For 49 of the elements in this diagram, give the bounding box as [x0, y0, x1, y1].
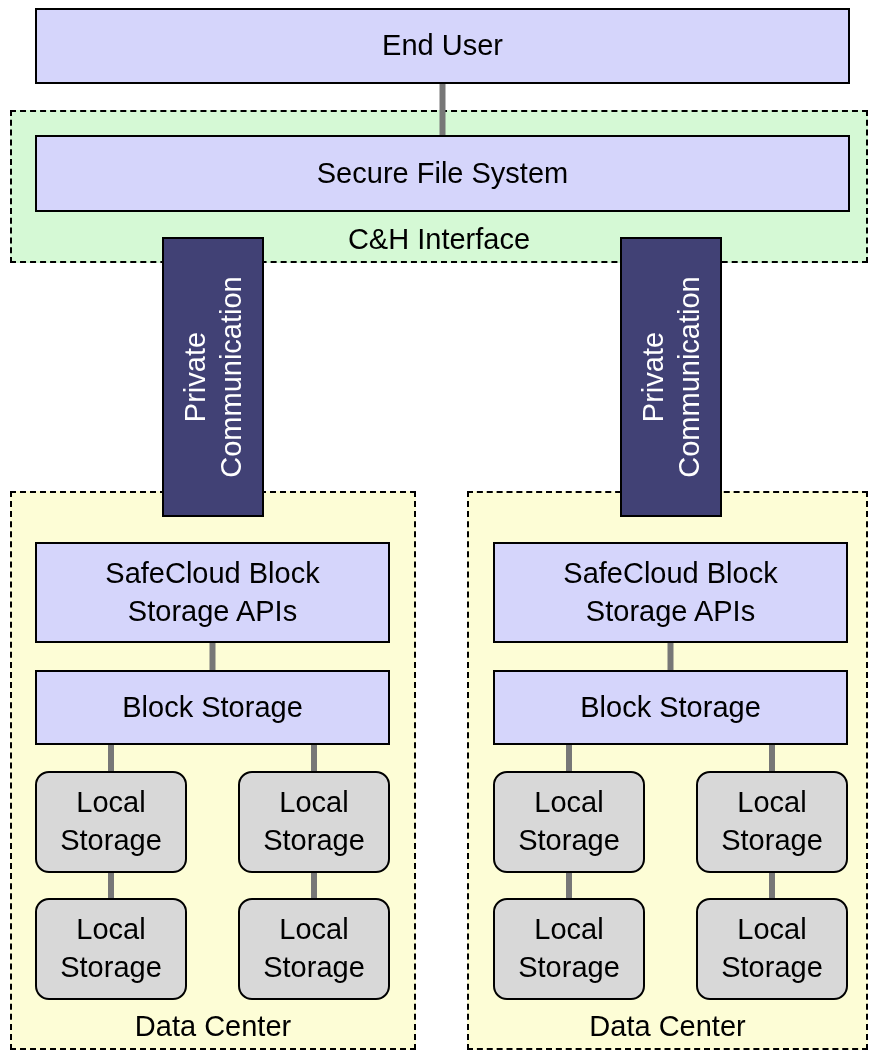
node-label: Local Storage: [517, 912, 621, 985]
storage-box: [493, 898, 645, 1000]
group-container: [467, 491, 868, 1050]
process-box: [493, 542, 848, 643]
process-box: [35, 542, 390, 643]
channel-bar: [620, 237, 722, 517]
node-label: SafeCloud Block Storage APIs: [562, 555, 779, 629]
connector-line: [769, 745, 775, 771]
storage-box: [493, 771, 645, 873]
node-label: Local Storage: [262, 785, 366, 858]
process-box: [35, 135, 850, 212]
node-label: Local Storage: [59, 785, 163, 858]
process-box: [35, 670, 390, 745]
node-label: Local Storage: [262, 912, 366, 985]
group-container: [10, 110, 868, 263]
storage-box: [696, 771, 848, 873]
group-label: Data Center: [133, 1009, 293, 1045]
node-label: Local Storage: [720, 912, 824, 985]
node-label: End User: [382, 28, 503, 64]
node-label: Local Storage: [517, 785, 621, 858]
node-label: Private Communication: [177, 275, 248, 480]
connector-line: [108, 873, 114, 898]
process-box: [35, 8, 850, 84]
node-label: Secure File System: [316, 155, 569, 191]
group-label: C&H Interface: [346, 222, 532, 258]
storage-box: [238, 771, 390, 873]
node-label: Block Storage: [122, 689, 303, 725]
node-label: Local Storage: [59, 912, 163, 985]
node-label: Local Storage: [720, 785, 824, 858]
connector-line: [209, 643, 216, 670]
connector-line: [108, 745, 114, 771]
connector-line: [566, 873, 572, 898]
group-container: [10, 491, 416, 1050]
node-label: SafeCloud Block Storage APIs: [104, 555, 321, 629]
connector-line: [439, 84, 446, 135]
connector-line: [311, 745, 317, 771]
process-box: [493, 670, 848, 745]
group-label: Data Center: [588, 1009, 747, 1045]
connector-line: [769, 873, 775, 898]
storage-box: [35, 898, 187, 1000]
channel-bar: [162, 237, 264, 517]
storage-box: [238, 898, 390, 1000]
connector-line: [566, 745, 572, 771]
storage-box: [35, 771, 187, 873]
node-label: Private Communication: [635, 275, 706, 480]
node-label: Block Storage: [580, 689, 761, 725]
connector-line: [311, 873, 317, 898]
connector-line: [667, 643, 674, 670]
storage-box: [696, 898, 848, 1000]
